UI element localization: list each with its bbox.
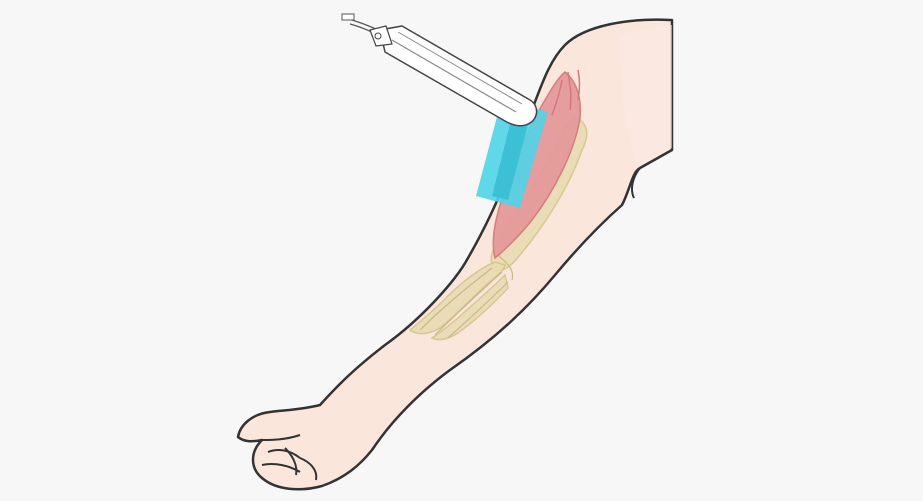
bone-outline-lines xyxy=(419,254,514,339)
radius-bone xyxy=(408,261,506,335)
hand-finger-lines xyxy=(261,434,318,481)
shoulder-fade xyxy=(620,25,672,165)
ultrasound-gel-pad xyxy=(476,98,548,208)
biceps-muscle xyxy=(492,71,582,260)
biceps-tendon-lines xyxy=(551,69,581,116)
ultrasound-probe-icon xyxy=(341,13,538,127)
elbow-crease xyxy=(631,167,641,199)
ulna-bone xyxy=(430,273,509,341)
